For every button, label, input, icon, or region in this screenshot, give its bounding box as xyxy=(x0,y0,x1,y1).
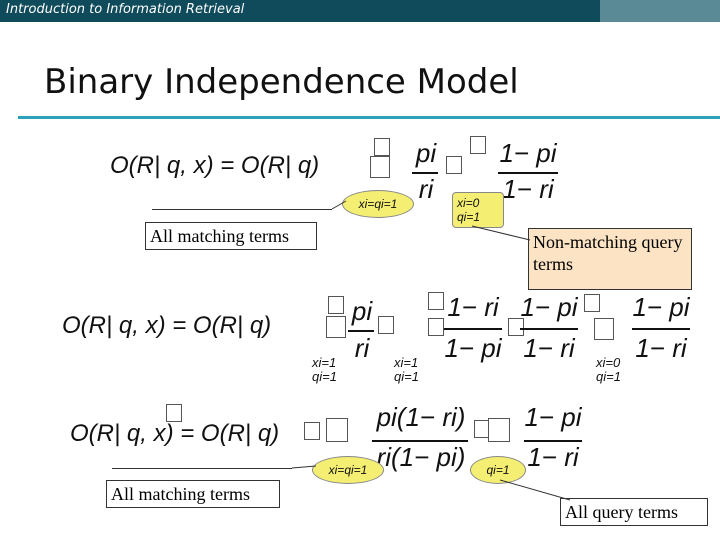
eq1-product-placeholder xyxy=(370,156,390,178)
eq3-frac1-den: ri(1− pi) xyxy=(376,442,466,472)
eq2-product1-placeholder xyxy=(326,316,346,338)
eq2-cond2-x: xi=1 xyxy=(394,355,419,370)
eq3-lhs: O(R| q, x) = O(R| q) xyxy=(70,420,280,447)
note-non-matching: Non-matching query terms xyxy=(528,228,692,290)
eq2-product2-placeholder xyxy=(378,316,394,334)
header-bar: Introduction to Information Retrieval xyxy=(0,0,720,22)
eq2-cond3-x: xi=0 xyxy=(596,355,621,370)
eq2-symbol5-placeholder xyxy=(584,294,600,312)
eq2-frac2-bar xyxy=(444,328,502,330)
eq3-product2-placeholder xyxy=(488,418,510,442)
eq1-symbol2-placeholder xyxy=(470,136,486,154)
eq3-product1-placeholder xyxy=(326,418,348,442)
eq1-cond2-highlight: xi=0 qi=1 xyxy=(452,192,504,228)
eq2-symbol2-placeholder xyxy=(428,292,444,310)
note-all-matching-bottom: All matching terms xyxy=(106,480,280,508)
eq2-frac1-num: pi xyxy=(351,296,373,326)
eq2-symbol6-placeholder xyxy=(594,318,614,340)
eq3-frac2-num: 1− pi xyxy=(524,402,582,432)
eq3-cond1-highlight: xi=qi=1 xyxy=(312,456,384,484)
eq1-lhs: O(R| q, x) = O(R| q) xyxy=(110,152,320,179)
note-all-query: All query terms xyxy=(560,498,708,526)
eq2-symbol1-placeholder xyxy=(328,296,344,314)
eq2-frac1-bar xyxy=(348,330,374,332)
eq1-frac1-num: pi xyxy=(415,138,437,168)
eq1-frac2-num: 1− pi xyxy=(499,138,557,168)
eq2-cond3-q: qi=1 xyxy=(596,369,621,384)
eq2-frac4-bar xyxy=(632,328,690,330)
title-rule xyxy=(18,116,720,119)
course-title: Introduction to Information Retrieval xyxy=(6,2,245,17)
eq2-frac2-num: 1− ri xyxy=(447,292,499,322)
eq3-cond2-highlight: qi=1 xyxy=(470,456,526,484)
eq1-frac2-den: 1− ri xyxy=(502,174,554,204)
eq3-frac2-bar xyxy=(524,440,582,442)
eq1-frac1-bar xyxy=(412,172,438,174)
eq2-symbol3-placeholder xyxy=(428,318,444,336)
eq1-product2-placeholder xyxy=(446,156,462,174)
eq2-frac3-den: 1− ri xyxy=(523,333,575,363)
eq1-symbol-placeholder xyxy=(374,138,390,156)
note-all-matching-top: All matching terms xyxy=(145,222,317,250)
eq2-frac3-bar xyxy=(520,328,578,330)
eq3-dot-placeholder xyxy=(304,422,320,440)
eq3-frac1-num: pi(1− ri) xyxy=(376,402,466,432)
eq3-frac1-bar xyxy=(372,440,468,442)
eq3-frac2-den: 1− ri xyxy=(527,442,579,472)
eq2-frac2-den: 1− pi xyxy=(444,333,502,363)
annotation-bottom-underline xyxy=(112,468,292,469)
header-accent xyxy=(600,0,720,22)
eq1-cond2-x: xi=0 xyxy=(457,196,480,210)
eq2-cond1-x: xi=1 xyxy=(312,355,337,370)
eq2-symbol4-placeholder xyxy=(508,318,524,336)
eq1-frac1-den: ri xyxy=(418,174,434,204)
eq2-frac4-den: 1− ri xyxy=(635,333,687,363)
eq3-symbol-placeholder xyxy=(166,404,182,422)
eq1-frac2-bar xyxy=(498,172,558,174)
slide-title: Binary Independence Model xyxy=(44,62,519,102)
eq1-cond1-highlight: xi=qi=1 xyxy=(342,190,414,218)
eq2-frac3-num: 1− pi xyxy=(520,292,578,322)
eq2-frac4-num: 1− pi xyxy=(632,292,690,322)
eq2-lhs: O(R| q, x) = O(R| q) xyxy=(62,312,272,339)
eq2-cond1-q: qi=1 xyxy=(312,369,337,384)
annotation-top-underline xyxy=(152,209,332,210)
eq2-cond2-q: qi=1 xyxy=(394,369,419,384)
eq2-frac1-den: ri xyxy=(354,333,370,363)
eq1-cond2-q: qi=1 xyxy=(457,210,481,224)
